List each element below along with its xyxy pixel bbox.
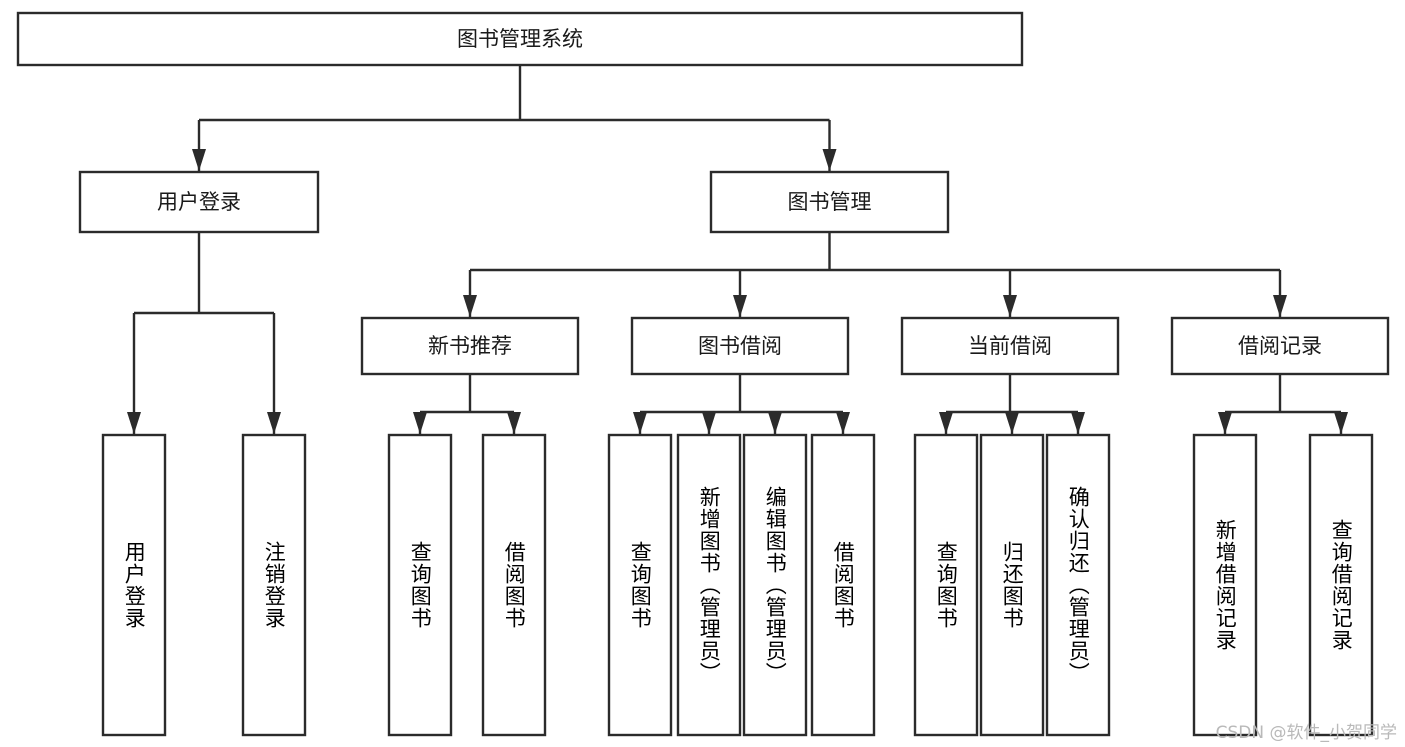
- node-box-cb-query-book: [913, 433, 979, 737]
- node-cb-confirm-return[interactable]: [1045, 433, 1111, 737]
- node-label-new-book-recommend: 新书推荐: [428, 334, 512, 358]
- node-box-nbr-query-book: [387, 433, 453, 737]
- node-br-add-record[interactable]: [1192, 433, 1258, 737]
- arrow-head-icon: [836, 412, 850, 434]
- arrow-head-icon: [127, 412, 141, 434]
- node-bb-edit-book[interactable]: [742, 433, 808, 737]
- node-label-user-login: 用户登录: [157, 190, 241, 214]
- arrow-head-icon: [702, 412, 716, 434]
- node-box-user-login-do: [101, 433, 167, 737]
- node-new-book-recommend[interactable]: 新书推荐: [360, 316, 580, 376]
- arrow-head-icon: [1071, 412, 1085, 434]
- arrow-head-icon: [1273, 295, 1287, 317]
- node-root[interactable]: 图书管理系统: [16, 11, 1024, 67]
- arrow-head-icon: [413, 412, 427, 434]
- node-box-bb-query-book: [607, 433, 673, 737]
- node-book-borrow[interactable]: 图书借阅: [630, 316, 850, 376]
- node-box-nbr-borrow-book: [481, 433, 547, 737]
- csdn-watermark: CSDN @软件_小贺同学: [1215, 723, 1397, 743]
- arrow-head-icon: [1005, 412, 1019, 434]
- arrow-head-icon: [463, 295, 477, 317]
- node-nbr-borrow-book[interactable]: [481, 433, 547, 737]
- node-box-user-login: [78, 170, 320, 234]
- arrow-head-icon: [822, 149, 837, 171]
- arrow-head-icon: [939, 412, 953, 434]
- node-box-current-borrow: [900, 316, 1120, 376]
- node-box-user-logout: [241, 433, 307, 737]
- node-borrow-record[interactable]: 借阅记录: [1170, 316, 1390, 376]
- arrow-head-icon: [507, 412, 521, 434]
- node-box-bb-add-book: [676, 433, 742, 737]
- arrow-head-icon: [733, 295, 747, 317]
- node-box-cb-confirm-return: [1045, 433, 1111, 737]
- arrow-head-icon: [1218, 412, 1232, 434]
- node-label-current-borrow: 当前借阅: [968, 334, 1052, 358]
- node-book-management[interactable]: 图书管理: [709, 170, 950, 234]
- arrow-head-icon: [267, 412, 281, 434]
- node-label-borrow-record: 借阅记录: [1238, 334, 1322, 358]
- node-cb-return-book[interactable]: [979, 433, 1045, 737]
- node-box-root: [16, 11, 1024, 67]
- node-label-book-management: 图书管理: [788, 190, 872, 214]
- node-box-cb-return-book: [979, 433, 1045, 737]
- node-box-book-borrow: [630, 316, 850, 376]
- node-box-new-book-recommend: [360, 316, 580, 376]
- node-box-bb-borrow-book: [810, 433, 876, 737]
- node-label-book-borrow: 图书借阅: [698, 334, 782, 358]
- node-bb-borrow-book[interactable]: [810, 433, 876, 737]
- node-box-br-add-record: [1192, 433, 1258, 737]
- arrow-head-icon: [768, 412, 782, 434]
- node-br-query-record[interactable]: [1308, 433, 1374, 737]
- node-cb-query-book[interactable]: [913, 433, 979, 737]
- node-box-bb-edit-book: [742, 433, 808, 737]
- node-user-login-do[interactable]: [101, 433, 167, 737]
- node-current-borrow[interactable]: 当前借阅: [900, 316, 1120, 376]
- node-box-book-management: [709, 170, 950, 234]
- node-user-logout[interactable]: [241, 433, 307, 737]
- node-box-br-query-record: [1308, 433, 1374, 737]
- node-label-root: 图书管理系统: [457, 27, 583, 51]
- arrow-head-icon: [633, 412, 647, 434]
- node-bb-add-book[interactable]: [676, 433, 742, 737]
- arrow-head-icon: [192, 149, 206, 171]
- arrow-head-icon: [1334, 412, 1348, 434]
- node-nbr-query-book[interactable]: [387, 433, 453, 737]
- node-user-login[interactable]: 用户登录: [78, 170, 320, 234]
- node-box-borrow-record: [1170, 316, 1390, 376]
- node-bb-query-book[interactable]: [607, 433, 673, 737]
- arrow-head-icon: [1003, 295, 1017, 317]
